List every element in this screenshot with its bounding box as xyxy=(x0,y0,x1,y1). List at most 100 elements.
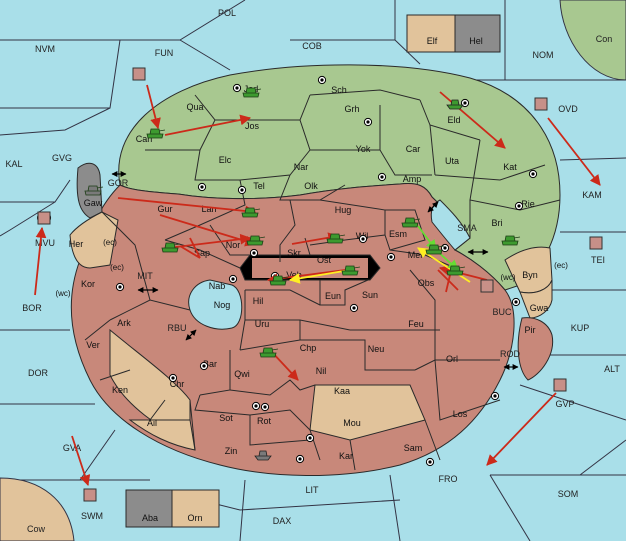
sea-label-sma: SMA xyxy=(457,223,477,233)
sea-label-buc: BUC xyxy=(492,307,512,317)
land-label-nog: Nog xyxy=(214,300,231,310)
land-label-orl: Orl xyxy=(446,354,458,364)
army-icon[interactable] xyxy=(341,265,361,276)
army-icon[interactable] xyxy=(242,87,262,98)
land-label-uta: Uta xyxy=(445,156,459,166)
supply-center-icon xyxy=(232,83,242,93)
sea-label-kup: KUP xyxy=(571,323,590,333)
supply-center-icon xyxy=(251,401,261,411)
sea-label-mvu: MVU xyxy=(35,238,55,248)
supply-center-icon xyxy=(237,185,247,195)
army-icon[interactable] xyxy=(401,217,421,228)
land-label-gur: Gur xyxy=(157,204,172,214)
land-label-nab: Nab xyxy=(209,281,226,291)
supply-center-icon xyxy=(197,182,207,192)
land-label-uru: Uru xyxy=(255,319,270,329)
sea-label-gor: GOR xyxy=(108,178,129,188)
army-icon[interactable] xyxy=(83,488,97,502)
land-label-elc: Elc xyxy=(219,155,232,165)
sea-label-alt: ALT xyxy=(604,364,620,374)
sea-label-bor: BOR xyxy=(22,303,42,313)
army-icon[interactable] xyxy=(161,242,181,253)
army-icon[interactable] xyxy=(425,244,445,255)
fleet-icon[interactable] xyxy=(254,450,272,461)
army-icon[interactable] xyxy=(269,275,289,286)
army-icon[interactable] xyxy=(146,128,166,139)
army-icon[interactable] xyxy=(326,233,346,244)
island-boxes xyxy=(125,14,501,528)
land-label-nil: Nil xyxy=(316,366,327,376)
land-label-hil: Hil xyxy=(253,296,264,306)
land-label-car: Car xyxy=(406,144,421,154)
sea-label-fun: FUN xyxy=(155,48,174,58)
supply-center-icon xyxy=(511,297,521,307)
army-icon[interactable] xyxy=(553,378,567,392)
supply-center-icon xyxy=(425,457,435,467)
land-label-gaw: Gaw xyxy=(84,198,103,208)
supply-center-icon xyxy=(490,391,500,401)
coast-label: (ec) xyxy=(554,261,568,270)
land-label-rie: Rie xyxy=(521,199,535,209)
land-label-byn: Byn xyxy=(522,270,538,280)
sea-label-swm: SWM xyxy=(81,511,103,521)
land-label-rot: Rot xyxy=(257,416,272,426)
sea-label-kal: KAL xyxy=(5,159,22,169)
army-icon[interactable] xyxy=(501,235,521,246)
land-label-grh: Grh xyxy=(344,104,359,114)
supply-center-icon xyxy=(363,117,373,127)
sea-label-gvp: GVP xyxy=(555,399,574,409)
land-label-pir: Pir xyxy=(525,325,536,335)
coast-label: (wc) xyxy=(55,289,70,298)
supply-center-icon xyxy=(460,98,470,108)
army-icon[interactable] xyxy=(446,265,466,276)
land-label-qua: Qua xyxy=(186,102,203,112)
sea-label-gva: GVA xyxy=(63,443,81,453)
land-label-kat: Kat xyxy=(503,162,517,172)
sea-label-con: Con xyxy=(596,34,613,44)
land-label-chr: Chr xyxy=(170,379,185,389)
sea-label-rod: ROD xyxy=(500,349,521,359)
land-label-ail: Ail xyxy=(147,418,157,428)
land-label-kar: Kar xyxy=(339,451,353,461)
army-icon[interactable] xyxy=(259,347,279,358)
sea-label-pol: POL xyxy=(218,8,236,18)
land-label-ken: Ken xyxy=(112,385,128,395)
land-label-eld: Eld xyxy=(447,115,460,125)
fleet-icon[interactable] xyxy=(446,99,464,110)
land-label-eun: Eun xyxy=(325,291,341,301)
supply-centers xyxy=(115,75,538,467)
sea-label-ovd: OVD xyxy=(558,104,578,114)
land-label-sot: Sot xyxy=(219,413,233,423)
land-label-feu: Feu xyxy=(408,319,424,329)
units-layer[interactable] xyxy=(37,67,603,502)
supply-center-icon xyxy=(295,454,305,464)
land-label-mou: Mou xyxy=(343,418,361,428)
land-label-olk: Olk xyxy=(304,181,318,191)
coast-label: (wc) xyxy=(500,273,515,282)
sea-label-gvg: GVG xyxy=(52,153,72,163)
continent xyxy=(69,64,561,476)
land-label-esm: Esm xyxy=(389,229,407,239)
sea-label-nvm: NVM xyxy=(35,44,55,54)
land-label-sun: Sun xyxy=(362,290,378,300)
coast-label: (ec) xyxy=(110,263,124,272)
land-label-neu: Neu xyxy=(368,344,385,354)
sea-label-nom: NOM xyxy=(533,50,554,60)
land-label-elf: Elf xyxy=(427,36,438,46)
supply-center-icon xyxy=(168,373,178,383)
army-icon[interactable] xyxy=(37,211,51,225)
army-icon[interactable] xyxy=(132,67,146,81)
army-icon[interactable] xyxy=(84,185,104,196)
army-icon[interactable] xyxy=(241,207,261,218)
land-label-ver: Ver xyxy=(86,340,100,350)
sea-label-fro: FRO xyxy=(439,474,458,484)
sea-label-lit: LIT xyxy=(305,485,319,495)
sea-label-cob: COB xyxy=(302,41,322,51)
army-icon[interactable] xyxy=(246,235,266,246)
land-label-nar: Nar xyxy=(294,162,309,172)
army-icon[interactable] xyxy=(589,236,603,250)
army-icon[interactable] xyxy=(534,97,548,111)
army-icon[interactable] xyxy=(480,279,494,293)
